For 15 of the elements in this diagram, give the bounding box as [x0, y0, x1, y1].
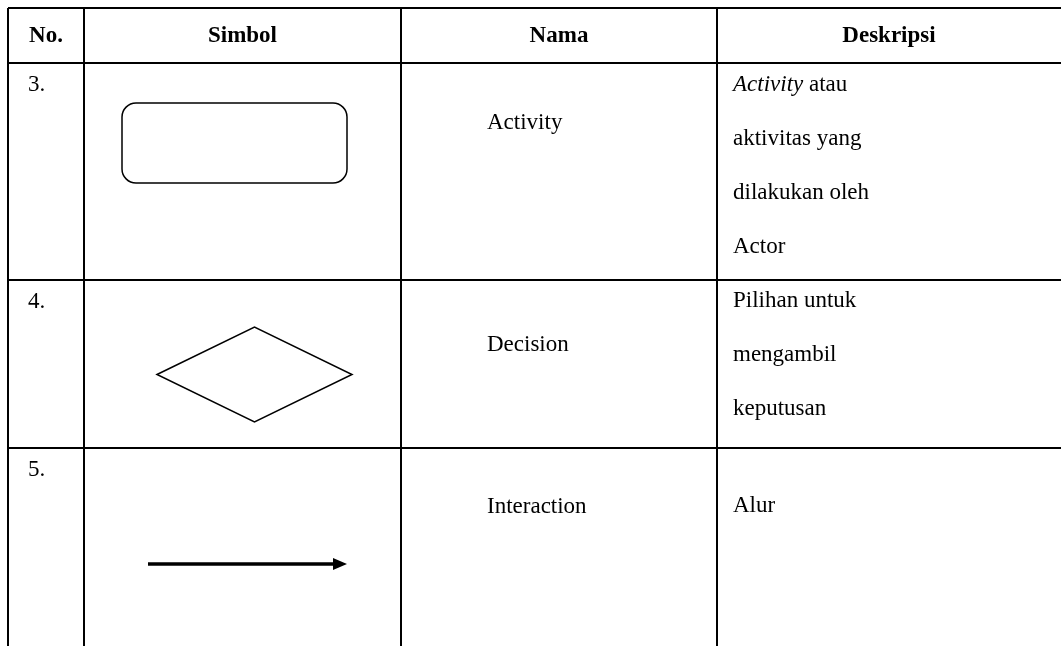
column-header: No. — [28, 21, 64, 49]
column-header: Nama — [528, 21, 590, 49]
diamond-symbol — [155, 326, 354, 423]
term-name: Decision — [487, 330, 570, 358]
description-text: Pilihan untuk mengambil keputusan — [733, 286, 858, 422]
rounded-rectangle-symbol — [121, 102, 348, 184]
column-header: Simbol — [207, 21, 278, 49]
term-name: Interaction — [487, 492, 588, 520]
term-name: Activity — [487, 108, 564, 136]
column-header: Deskripsi — [841, 21, 937, 49]
description-text: Activity atau aktivitas yang dilakukan oleh Actor — [733, 70, 871, 260]
row-number: 5. — [28, 455, 47, 483]
row-number: 4. — [28, 287, 47, 315]
description-text: Alur — [733, 491, 777, 519]
row-number: 3. — [28, 70, 47, 98]
